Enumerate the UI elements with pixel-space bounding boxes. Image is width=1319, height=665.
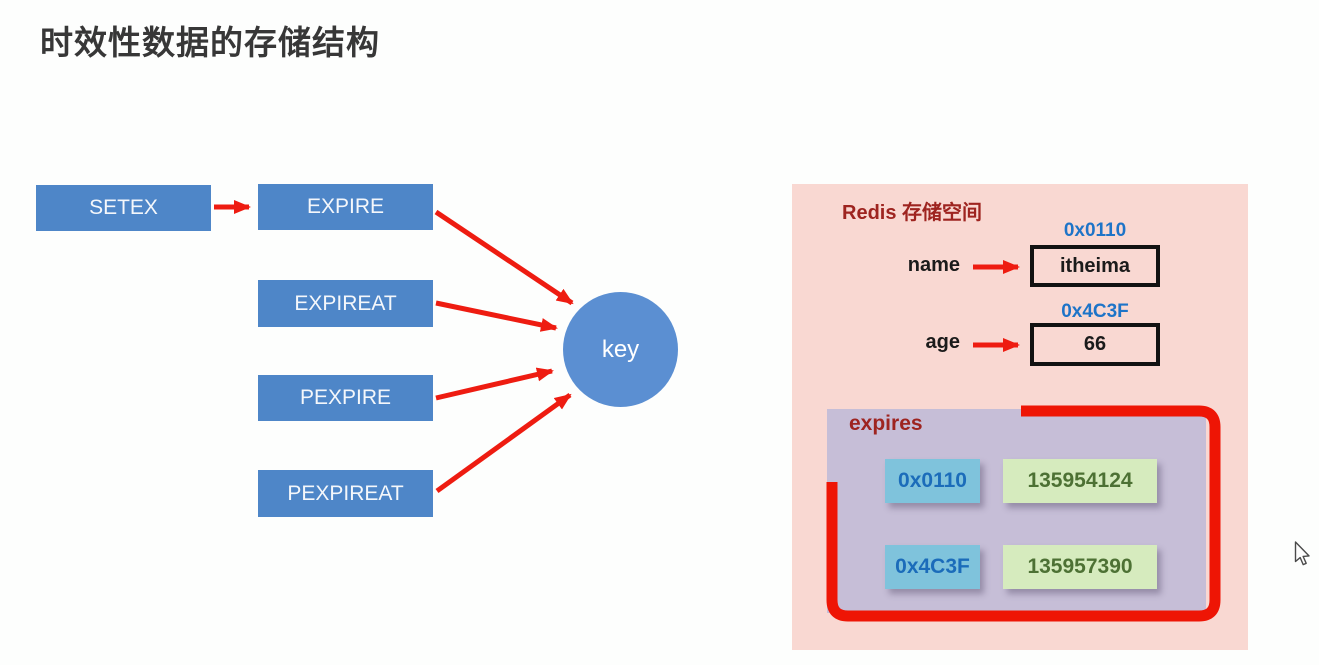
- key-name-label: name: [907, 254, 960, 276]
- mouse-pointer-icon: [1294, 541, 1310, 566]
- page-title: 时效性数据的存储结构: [40, 24, 380, 61]
- address-label-name: 0x0110: [1063, 220, 1127, 241]
- arrow-pexpire-to-key: [435, 367, 554, 401]
- redis-storage-panel: Redis 存储空间 0x0110 name itheima 0x4C3F ag…: [792, 184, 1248, 650]
- address-label-age: 0x4C3F: [1061, 301, 1129, 322]
- flow-box-setex: SETEX: [36, 185, 211, 231]
- expires-timestamp-chip: 135957390: [1003, 545, 1157, 589]
- flow-box-pexpire: PEXPIRE: [258, 375, 433, 421]
- expires-address-chip: 0x0110: [885, 459, 980, 503]
- expires-title: expires: [849, 412, 923, 435]
- arrow-pexpireat-to-key: [435, 392, 572, 494]
- expires-address-chip: 0x4C3F: [885, 545, 980, 589]
- arrow-expire-to-key: [434, 209, 574, 306]
- redis-panel-title: Redis 存储空间: [842, 202, 983, 224]
- value-box-age: 66: [1030, 323, 1160, 366]
- expires-timestamp-chip: 135954124: [1003, 459, 1157, 503]
- arrow-expireat-to-key: [435, 300, 558, 332]
- key-node: key: [563, 292, 678, 407]
- value-box-name: itheima: [1030, 245, 1160, 287]
- flow-box-pexpireat: PEXPIREAT: [258, 470, 433, 517]
- flow-box-expireat: EXPIREAT: [258, 280, 433, 327]
- key-age-label: age: [925, 331, 960, 353]
- flow-box-expire: EXPIRE: [258, 184, 433, 230]
